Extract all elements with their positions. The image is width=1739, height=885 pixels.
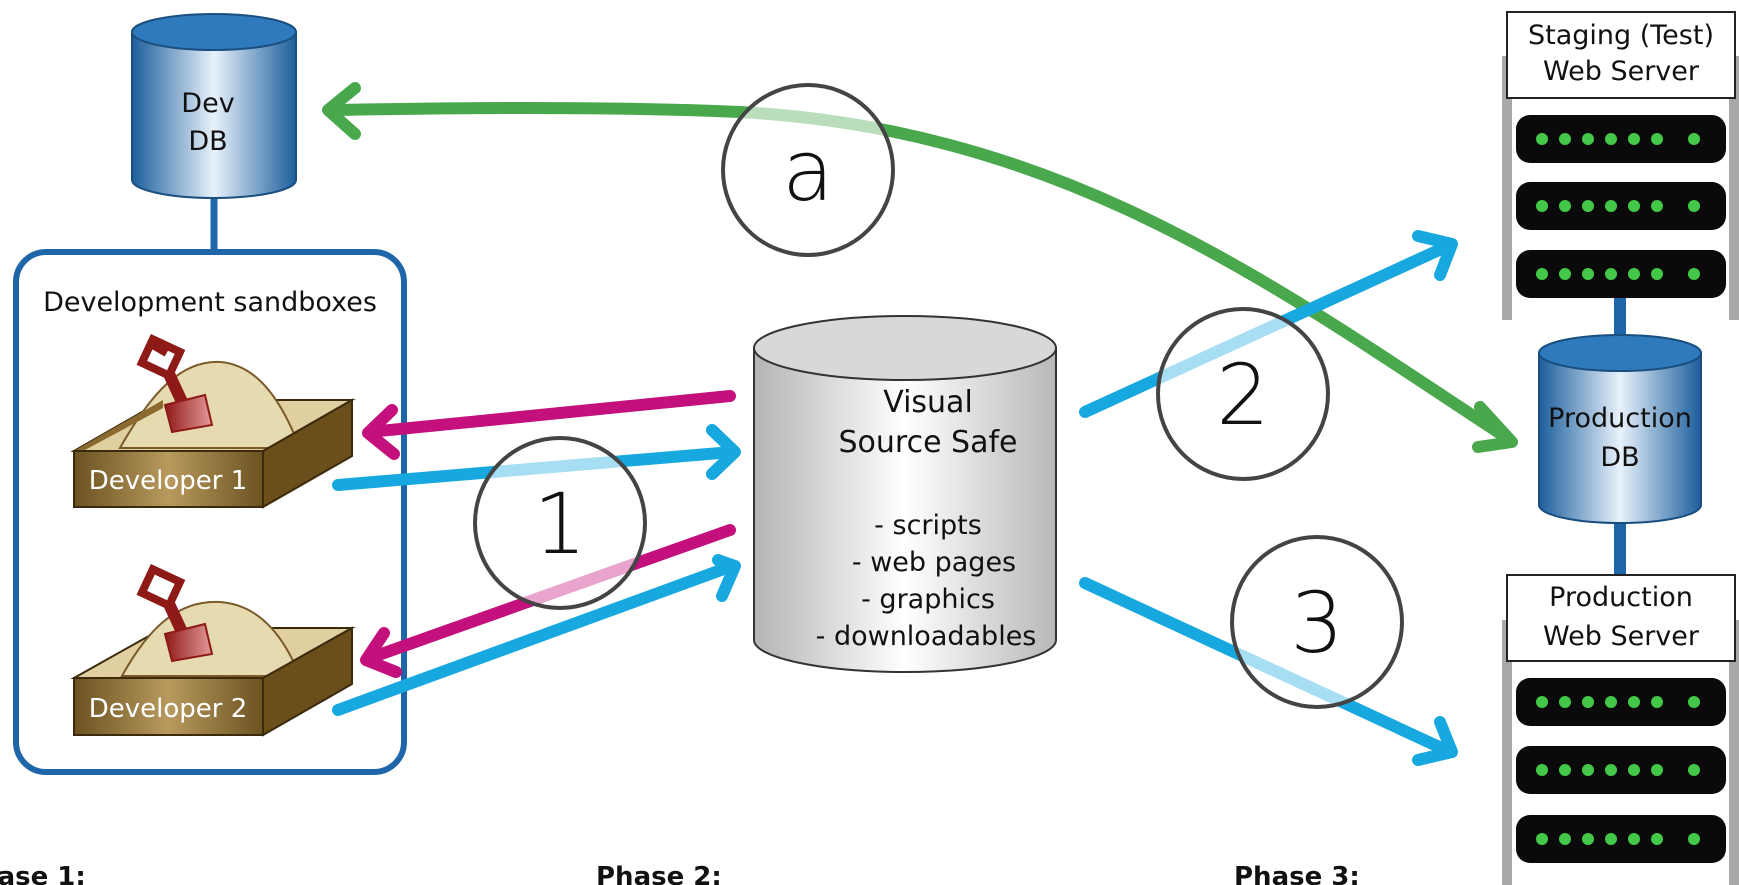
shovel-icon [136, 333, 214, 434]
arrow-head [1412, 716, 1458, 766]
dev-db-label-2: DB [188, 126, 227, 157]
server-unit [1516, 250, 1726, 298]
arrow-head [712, 554, 741, 602]
server-unit [1516, 746, 1726, 794]
phase-2-label: Phase 2: [596, 862, 722, 885]
step-3-marker: 3 [1230, 535, 1404, 709]
production-label-1: Production [1549, 582, 1693, 613]
sandboxes-title: Development sandboxes [43, 287, 377, 318]
production-db-label-2: DB [1600, 442, 1639, 473]
phase-1-label: Phase 1: [0, 862, 86, 885]
production-label-2: Web Server [1543, 621, 1700, 652]
arrow-head [706, 424, 741, 480]
arrow-head [360, 627, 402, 678]
arrow-head [1472, 401, 1518, 453]
vss-item-graphics: - graphics [861, 584, 995, 615]
vss-item-downloadables: - downloadables [816, 621, 1037, 652]
arrow-developer-2-to-vss [332, 560, 738, 716]
step-a-marker: a [721, 83, 895, 257]
step-3-label: 3 [1290, 574, 1343, 672]
sandbox-developer-2: Developer 2 [70, 563, 356, 737]
arrow-head [322, 82, 361, 140]
step-2-marker: 2 [1156, 307, 1330, 481]
developer-1-label: Developer 1 [89, 466, 248, 496]
production-db: Production DB [1538, 334, 1702, 524]
developer-2-label: Developer 2 [89, 694, 248, 724]
arrow-head [1412, 230, 1458, 281]
arrow-head [362, 404, 400, 460]
server-unit [1516, 115, 1726, 163]
staging-web-server: Staging (Test) Web Server [1502, 11, 1739, 320]
shovel-icon [136, 563, 214, 663]
phase-3-label: Phase 3: [1234, 862, 1360, 885]
server-unit [1516, 182, 1726, 230]
step-1-label: 1 [533, 475, 586, 573]
vss-item-scripts: - scripts [874, 510, 982, 541]
vss-label-2: Source Safe [838, 425, 1017, 460]
production-db-label-1: Production [1548, 403, 1692, 434]
visual-source-safe: Visual Source Safe - scripts - web pages… [753, 315, 1057, 673]
step-2-label: 2 [1216, 346, 1269, 444]
staging-label-1: Staging (Test) [1528, 20, 1714, 51]
step-a-label: a [782, 122, 833, 220]
arrow-vss-to-developer-1 [364, 390, 736, 438]
production-web-server: Production Web Server [1502, 574, 1739, 885]
step-1-marker: 1 [473, 436, 647, 610]
server-unit [1516, 815, 1726, 863]
server-unit [1516, 678, 1726, 726]
vss-item-web-pages: - web pages [852, 547, 1016, 578]
staging-label-2: Web Server [1543, 56, 1700, 87]
dev-db-label-1: Dev [181, 88, 234, 119]
sandbox-developer-1: Developer 1 [70, 333, 356, 509]
vss-label-1: Visual [883, 385, 973, 420]
dev-db: Dev DB [131, 13, 297, 250]
